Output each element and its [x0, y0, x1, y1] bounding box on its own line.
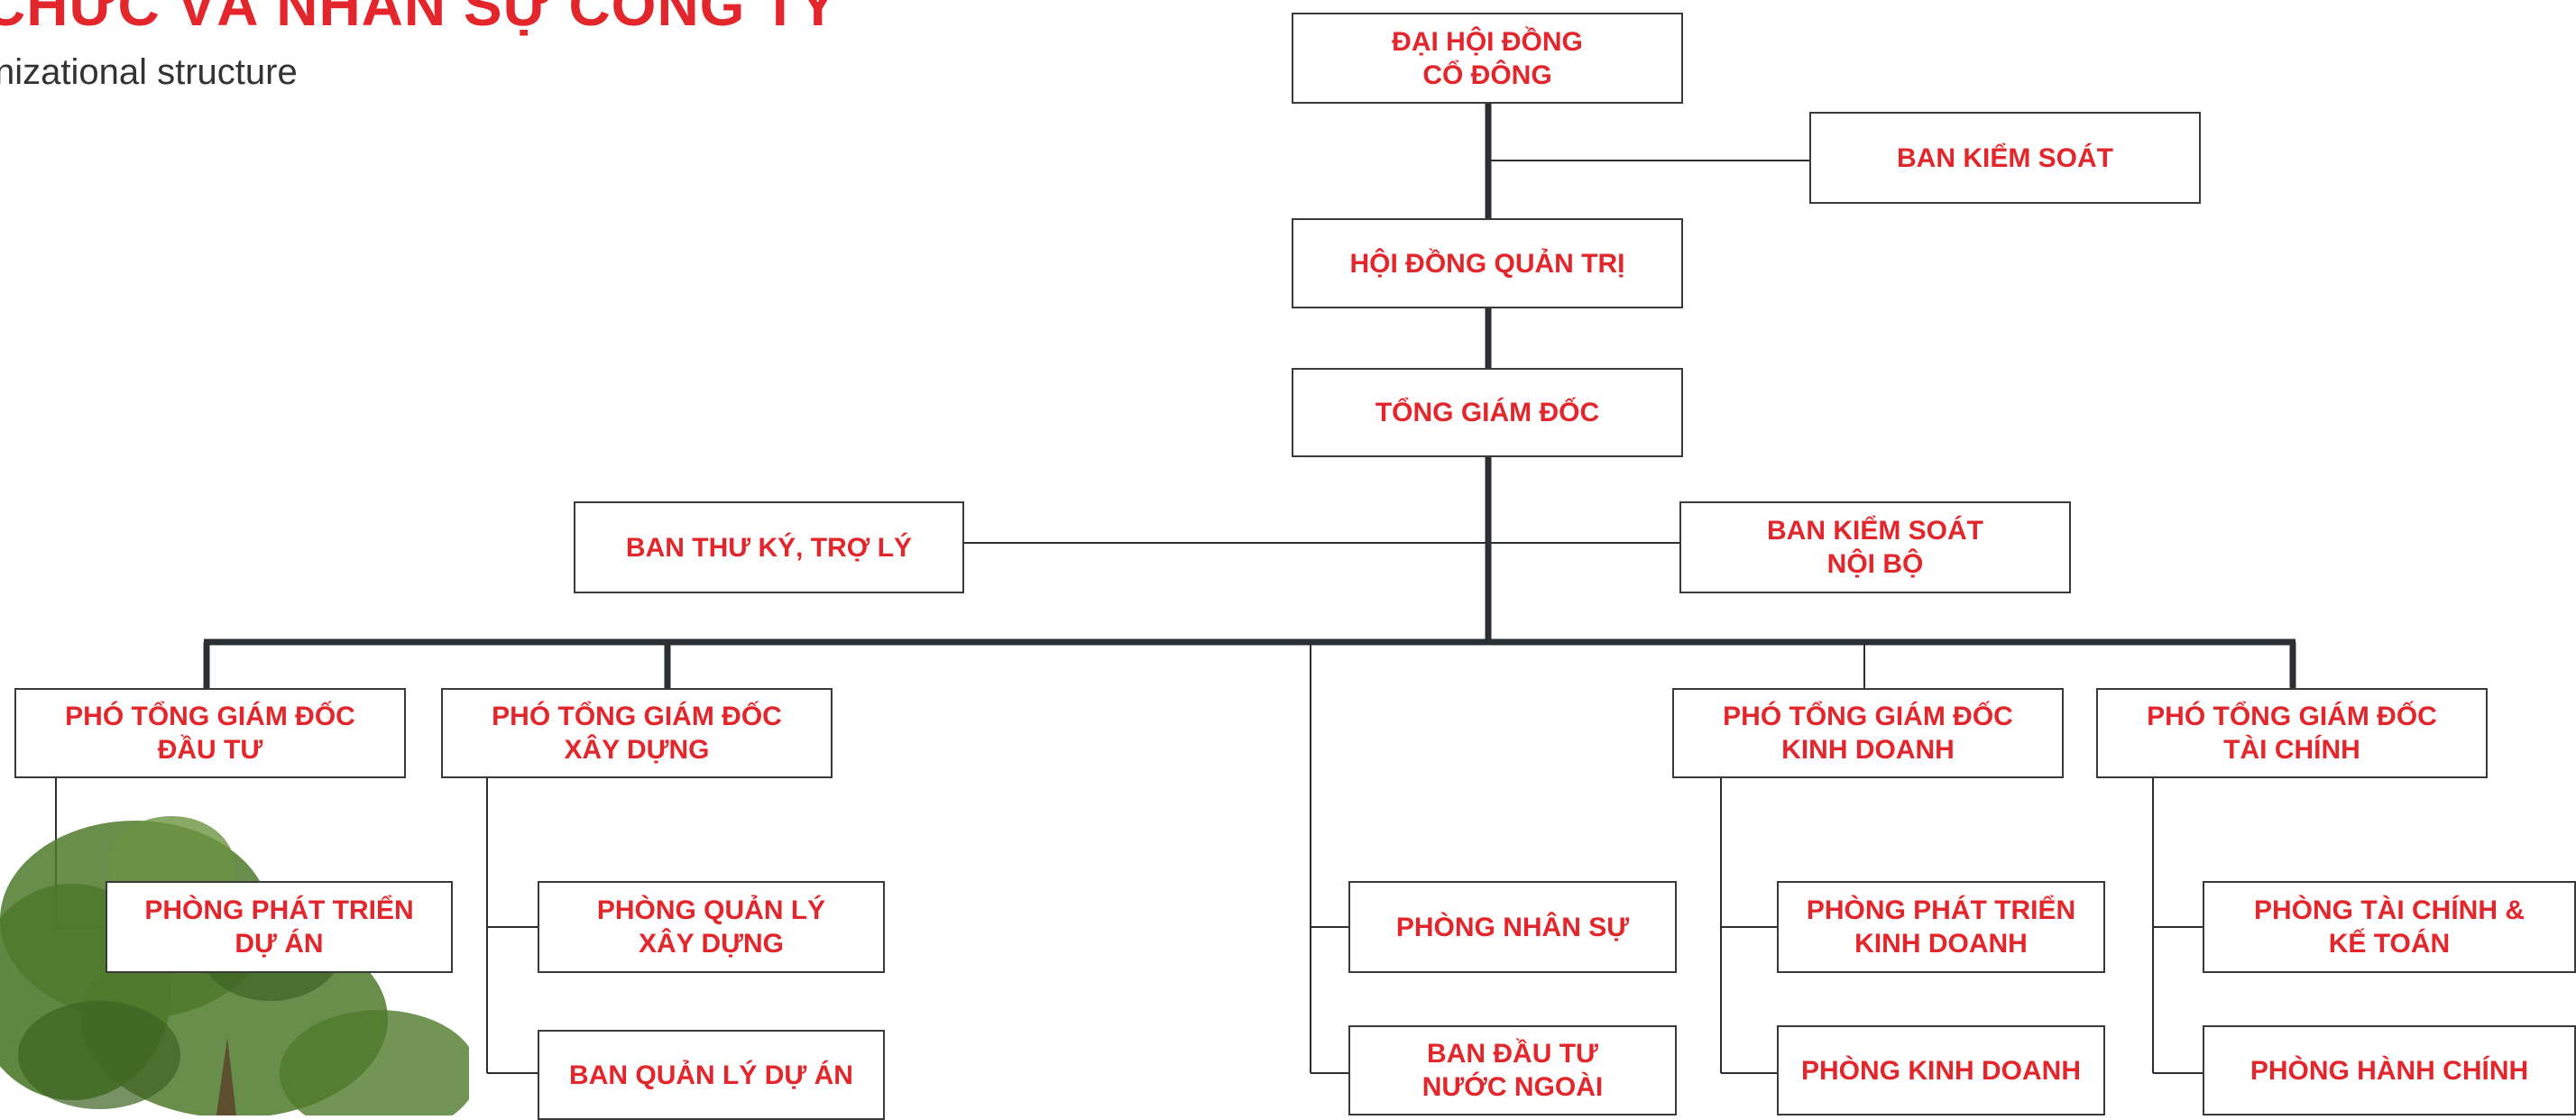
node-ban-quan-ly-du-an: BAN QUẢN LÝ DỰ ÁN: [538, 1030, 885, 1120]
node-label: PHÓ TỔNG GIÁM ĐỐC KINH DOANH: [1723, 700, 2013, 767]
node-ban-thu-ky-tro-ly: BAN THƯ KÝ, TRỢ LÝ: [574, 501, 964, 593]
node-label: HỘI ĐỒNG QUẢN TRỊ: [1350, 247, 1625, 280]
node-label: PHÒNG NHÂN SỰ: [1396, 911, 1629, 944]
node-label: BAN ĐẦU TƯ NƯỚC NGOÀI: [1422, 1037, 1603, 1104]
node-label: BAN KIỂM SOÁT NỘI BỘ: [1767, 514, 1983, 581]
node-label: BAN KIỂM SOÁT: [1897, 142, 2113, 175]
node-phong-phat-trien-du-an: PHÒNG PHÁT TRIỂN DỰ ÁN: [106, 881, 453, 973]
node-pho-tgd-kinh-doanh: PHÓ TỔNG GIÁM ĐỐC KINH DOANH: [1672, 688, 2064, 778]
node-label: PHÓ TỔNG GIÁM ĐỐC TÀI CHÍNH: [2147, 700, 2437, 767]
node-label: PHÒNG PHÁT TRIỂN DỰ ÁN: [144, 894, 413, 960]
node-ban-kiem-soat: BAN KIỂM SOÁT: [1809, 112, 2201, 204]
node-dai-hoi-dong-co-dong: ĐẠI HỘI ĐỒNG CỔ ĐÔNG: [1292, 13, 1683, 104]
node-pho-tgd-tai-chinh: PHÓ TỔNG GIÁM ĐỐC TÀI CHÍNH: [2096, 688, 2488, 778]
node-label: PHÓ TỔNG GIÁM ĐỐC ĐẦU TƯ: [65, 700, 355, 767]
node-label: ĐẠI HỘI ĐỒNG CỔ ĐÔNG: [1392, 25, 1583, 92]
node-label: BAN QUẢN LÝ DỰ ÁN: [569, 1059, 853, 1092]
node-label: PHÒNG HÀNH CHÍNH: [2250, 1054, 2528, 1088]
node-label: PHÒNG QUẢN LÝ XÂY DỰNG: [597, 894, 825, 960]
node-tong-giam-doc: TỔNG GIÁM ĐỐC: [1292, 368, 1683, 457]
node-ban-dau-tu-nuoc-ngoai: BAN ĐẦU TƯ NƯỚC NGOÀI: [1348, 1025, 1677, 1115]
node-pho-tgd-xay-dung: PHÓ TỔNG GIÁM ĐỐC XÂY DỰNG: [441, 688, 833, 778]
node-phong-quan-ly-xay-dung: PHÒNG QUẢN LÝ XÂY DỰNG: [538, 881, 885, 973]
node-label: PHÒNG TÀI CHÍNH & KẾ TOÁN: [2254, 894, 2525, 960]
node-ban-kiem-soat-noi-bo: BAN KIỂM SOÁT NỘI BỘ: [1679, 501, 2071, 593]
node-label: BAN THƯ KÝ, TRỢ LÝ: [626, 531, 912, 565]
node-phong-phat-trien-kinh-doanh: PHÒNG PHÁT TRIỂN KINH DOANH: [1777, 881, 2105, 973]
node-label: TỔNG GIÁM ĐỐC: [1375, 396, 1599, 429]
node-phong-tai-chinh-ke-toan: PHÒNG TÀI CHÍNH & KẾ TOÁN: [2203, 881, 2576, 973]
node-pho-tgd-dau-tu: PHÓ TỔNG GIÁM ĐỐC ĐẦU TƯ: [14, 688, 406, 778]
node-label: PHÒNG KINH DOANH: [1801, 1054, 2081, 1088]
node-phong-nhan-su: PHÒNG NHÂN SỰ: [1348, 881, 1677, 973]
node-phong-kinh-doanh: PHÒNG KINH DOANH: [1777, 1025, 2105, 1115]
node-label: PHÒNG PHÁT TRIỂN KINH DOANH: [1807, 894, 2075, 960]
node-label: PHÓ TỔNG GIÁM ĐỐC XÂY DỰNG: [492, 700, 782, 767]
node-hoi-dong-quan-tri: HỘI ĐỒNG QUẢN TRỊ: [1292, 218, 1683, 308]
node-phong-hanh-chinh: PHÒNG HÀNH CHÍNH: [2203, 1025, 2576, 1115]
